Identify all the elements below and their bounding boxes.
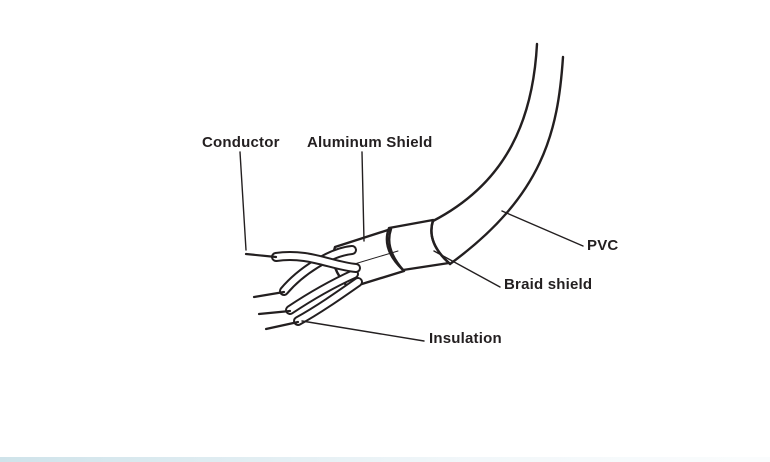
conductor-tips (244, 252, 300, 331)
jacket-edge-left (431, 42, 539, 223)
aluminum-shield-leader-line (361, 151, 365, 242)
braid-shield-label: Braid shield (504, 276, 593, 293)
braid-shield-body (385, 218, 451, 272)
cable-jacket (430, 42, 565, 266)
jacket-edge-right (448, 55, 565, 266)
leader-lines (239, 151, 584, 342)
wire-4 (293, 277, 363, 326)
insulation-leader-line (301, 320, 425, 342)
conductor-label: Conductor (202, 134, 280, 151)
wire-3 (285, 269, 359, 315)
braid-shield-section (385, 218, 451, 272)
wire-1 (271, 251, 361, 273)
bottom-gradient-strip (0, 457, 770, 462)
pvc-leader-line (501, 210, 584, 247)
pvc-label: PVC (587, 237, 619, 254)
conductor-leader-line (239, 151, 247, 251)
aluminum-shield-label: Aluminum Shield (307, 134, 433, 151)
conductor-tip-4 (264, 320, 300, 331)
conductor-tip-1 (244, 252, 278, 259)
conductor-tip-2 (252, 290, 286, 299)
insulation-label: Insulation (429, 330, 502, 347)
insulated-wires (271, 245, 363, 326)
jacket-cut-edge (430, 219, 452, 266)
braid-shield-leader-line (433, 250, 501, 288)
conductor-tip-3 (257, 309, 292, 316)
